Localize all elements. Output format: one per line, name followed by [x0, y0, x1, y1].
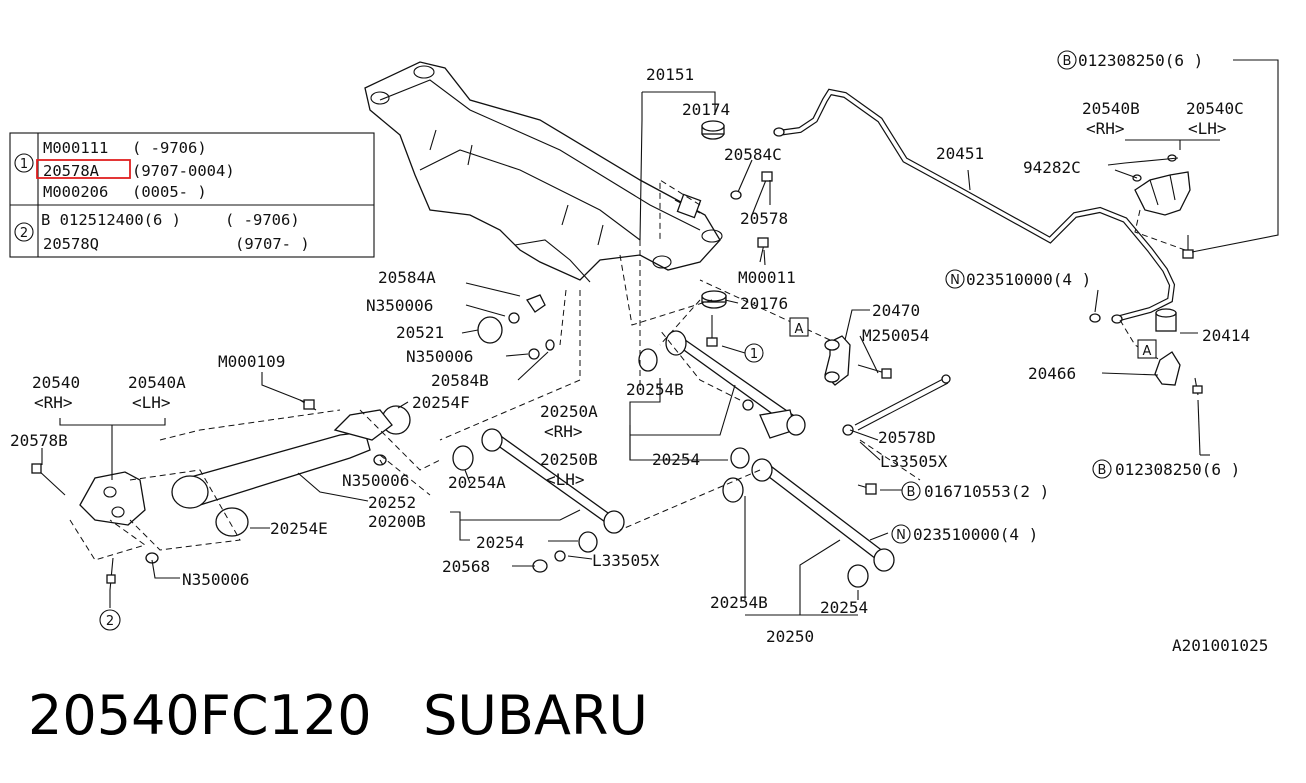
label-20254-b: 20254 — [476, 533, 524, 552]
label-20250B-side: <LH> — [546, 470, 585, 489]
leader-lines — [41, 59, 1279, 616]
highlight-box — [36, 159, 131, 179]
label-bolt-right: 012308250(6 ) — [1115, 460, 1240, 479]
label-20466: 20466 — [1028, 364, 1076, 383]
lateral-links-drawing — [452, 330, 951, 588]
label-94282C: 94282C — [1023, 158, 1081, 177]
label-20250A-side: <RH> — [544, 422, 583, 441]
label-N350006-a: N350006 — [366, 296, 433, 315]
label-20540C-side: <LH> — [1188, 119, 1227, 138]
table-row-1-part-1: M000111 — [43, 139, 108, 157]
marker-b-mid: B — [907, 485, 916, 500]
label-20250: 20250 — [766, 627, 814, 646]
marker-a-left: A — [795, 322, 804, 337]
label-20540-side: <RH> — [34, 393, 73, 412]
assembly-dashed-lines — [69, 179, 921, 561]
marker-b-right: B — [1098, 463, 1107, 478]
marker-b-top: B — [1063, 54, 1072, 69]
misc-parts-drawing — [477, 294, 555, 360]
label-20584A: 20584A — [378, 268, 436, 287]
label-20252: 20252 — [368, 493, 416, 512]
marker-a-right: A — [1143, 344, 1152, 359]
label-20254B-a: 20254B — [626, 380, 684, 399]
label-20151: 20151 — [646, 65, 694, 84]
marker-n-bottom: N — [896, 528, 906, 543]
label-023510000-top: 023510000(4 ) — [966, 270, 1091, 289]
table-row-2-index: 2 — [20, 226, 28, 241]
label-023510000-bottom: 023510000(4 ) — [913, 525, 1038, 544]
label-20540C: 20540C — [1186, 99, 1244, 118]
table-row-2-range-1: ( -9706) — [225, 211, 300, 229]
label-20540B-side: <RH> — [1086, 119, 1125, 138]
label-M250054: M250054 — [862, 326, 929, 345]
trailing-arm-drawing — [31, 399, 411, 591]
label-bolt-mid: 016710553(2 ) — [924, 482, 1049, 501]
parts-reference-table: 1 2 M000111 ( -9706) 20578A (9707-0004) … — [9, 132, 375, 258]
table-row-1-range-2: (9707-0004) — [132, 162, 235, 180]
label-20414: 20414 — [1202, 326, 1250, 345]
bushing-20414-drawing — [1089, 308, 1203, 396]
label-20254E: 20254E — [270, 519, 328, 538]
stabilizer-bracket-drawing — [1132, 154, 1194, 259]
label-N350006-c: N350006 — [342, 471, 409, 490]
label-20254-c: 20254 — [820, 598, 868, 617]
label-20254F: 20254F — [412, 393, 470, 412]
part-number-caption: 20540FC120 SUBARU — [28, 684, 648, 747]
link-20470-drawing — [824, 335, 892, 386]
label-20254B-b: 20254B — [710, 593, 768, 612]
label-20521: 20521 — [396, 323, 444, 342]
table-row-1-index: 1 — [20, 157, 28, 172]
label-20584C: 20584C — [724, 145, 782, 164]
label-20578B: 20578B — [10, 431, 68, 450]
label-20200B: 20200B — [368, 512, 426, 531]
label-20578: 20578 — [740, 209, 788, 228]
label-20470: 20470 — [872, 301, 920, 320]
label-N350006-d: N350006 — [182, 570, 249, 589]
label-20540A-side: <LH> — [132, 393, 171, 412]
table-row-1-range-1: ( -9706) — [132, 139, 207, 157]
ref-2-marker: 2 — [106, 614, 114, 629]
table-row-1-part-3: M000206 — [43, 183, 108, 201]
mount-cushion-drawing — [674, 120, 773, 347]
label-bolt-top: 012308250(6 ) — [1078, 51, 1203, 70]
label-20578D: 20578D — [878, 428, 936, 447]
part-labels: 20151 20174 20584C 20578 20451 B 0123082… — [10, 50, 1250, 646]
label-20250B: 20250B — [540, 450, 598, 469]
marker-n-top: N — [950, 273, 960, 288]
label-20250A: 20250A — [540, 402, 598, 421]
label-20176: 20176 — [740, 294, 788, 313]
label-M00011: M00011 — [738, 268, 796, 287]
table-row-2-part-1: B 012512400(6 ) — [41, 211, 181, 229]
label-20254A: 20254A — [448, 473, 506, 492]
crossmember-drawing — [364, 61, 723, 283]
stabilizer-bar-drawing — [773, 88, 1176, 324]
diagram-reference-code: A201001025 — [1172, 636, 1269, 655]
label-M000109: M000109 — [218, 352, 285, 371]
label-20174: 20174 — [682, 100, 730, 119]
label-20254-a: 20254 — [652, 450, 700, 469]
ref-1-marker: 1 — [750, 347, 758, 362]
table-row-2-part-2: 20578Q — [43, 235, 99, 253]
label-20584B: 20584B — [431, 371, 489, 390]
label-N350006-b: N350006 — [406, 347, 473, 366]
label-20540A: 20540A — [128, 373, 186, 392]
parts-diagram: 1 2 M000111 ( -9706) 20578A (9707-0004) … — [9, 50, 1279, 646]
table-row-1-part-2: 20578A — [43, 162, 100, 180]
label-20540: 20540 — [32, 373, 80, 392]
label-20540B: 20540B — [1082, 99, 1140, 118]
label-20451: 20451 — [936, 144, 984, 163]
label-20568: 20568 — [442, 557, 490, 576]
table-row-1-range-3: (0005- ) — [132, 183, 207, 201]
table-row-2-range-2: (9707- ) — [235, 235, 310, 253]
label-L33505X-b: L33505X — [592, 551, 660, 570]
label-L33505X-a: L33505X — [880, 452, 948, 471]
